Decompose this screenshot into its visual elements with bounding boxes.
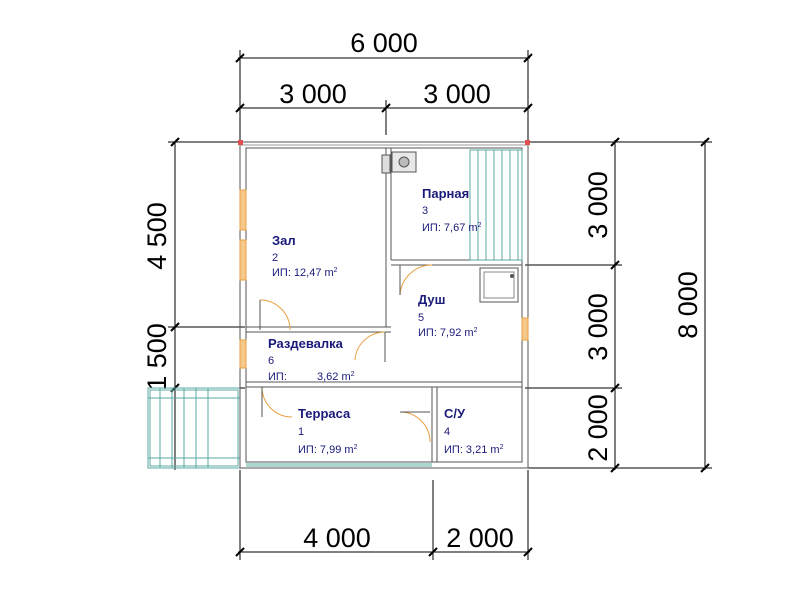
room-parnaya-name: Парная (422, 186, 469, 201)
dim-right-upper: 3 000 (583, 171, 613, 239)
room-zal-name: Зал (272, 233, 296, 248)
room-razd-number: 6 (268, 355, 274, 367)
dim-right-lower: 2 000 (583, 394, 613, 462)
room-parnaya-area: ИП: 7,67 m2 (422, 222, 482, 234)
doors (259, 264, 433, 443)
dim-bottom-left: 4 000 (303, 523, 371, 553)
room-razd-area: 3,62 m2 (317, 371, 355, 383)
sauna-bench (469, 149, 523, 261)
room-razd-name: Раздевалка (268, 336, 344, 351)
corner-marks (238, 140, 530, 145)
windows (239, 189, 529, 369)
room-dush-name: Душ (418, 292, 446, 307)
room-zal-area: ИП: 12,47 m2 (272, 267, 338, 279)
terrace-railing (246, 463, 432, 467)
sauna-stove-icon (381, 151, 417, 174)
room-parnaya-number: 3 (422, 205, 428, 217)
room-su-number: 4 (444, 426, 450, 438)
dim-left-lower: 1 500 (142, 323, 172, 391)
room-terrasa-name: Терраса (298, 406, 351, 421)
dim-right-middle: 3 000 (583, 293, 613, 361)
walls (239, 141, 529, 469)
room-su-name: С/У (444, 406, 466, 421)
dimension-lines (168, 50, 712, 560)
shower-tray-icon (479, 267, 519, 303)
room-razd-area-prefix: ИП: (268, 371, 287, 383)
dim-top-total: 6 000 (350, 28, 418, 58)
room-terrasa-area: ИП: 7,99 m2 (298, 444, 358, 456)
dim-top-left: 3 000 (279, 79, 347, 109)
room-dush-number: 5 (418, 312, 424, 324)
dim-right-total: 8 000 (673, 271, 703, 339)
room-terrasa-number: 1 (298, 426, 304, 438)
dim-left-upper: 4 500 (142, 202, 172, 270)
dim-top-right: 3 000 (423, 79, 491, 109)
room-dush-area: ИП: 7,92 m2 (418, 327, 478, 339)
room-su-area: ИП: 3,21 m2 (444, 444, 504, 456)
room-zal-number: 2 (272, 252, 278, 264)
entrance-stairs (147, 387, 241, 469)
dim-bottom-right: 2 000 (446, 523, 514, 553)
